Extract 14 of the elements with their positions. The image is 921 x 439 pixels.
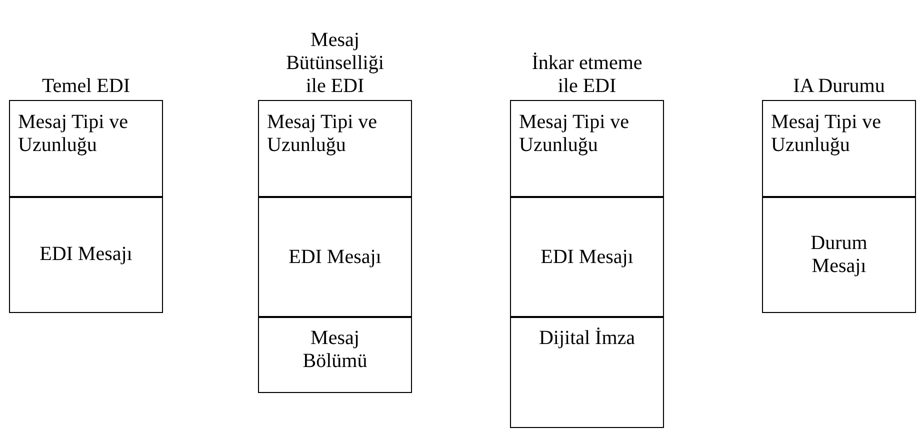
message-field: Mesaj Tipi ve Uzunluğu: [762, 100, 916, 198]
message-field: EDI Mesajı: [510, 196, 664, 318]
message-field: Durum Mesajı: [762, 196, 916, 313]
message-field: Mesaj Tipi ve Uzunluğu: [510, 100, 664, 198]
message-field: EDI Mesajı: [9, 196, 163, 313]
column-heading: IA Durumu: [793, 75, 885, 99]
message-field: Mesaj Bölümü: [258, 316, 412, 393]
message-field: Dijital İmza: [510, 316, 664, 428]
column-heading: Temel EDI: [42, 75, 130, 99]
column-heading: İnkar etmeme ile EDI: [530, 52, 644, 99]
column-heading: Mesaj Bütünselliği ile EDI: [285, 29, 385, 99]
message-field: EDI Mesajı: [258, 196, 412, 318]
message-field: Mesaj Tipi ve Uzunluğu: [9, 100, 163, 198]
message-field: Mesaj Tipi ve Uzunluğu: [258, 100, 412, 198]
